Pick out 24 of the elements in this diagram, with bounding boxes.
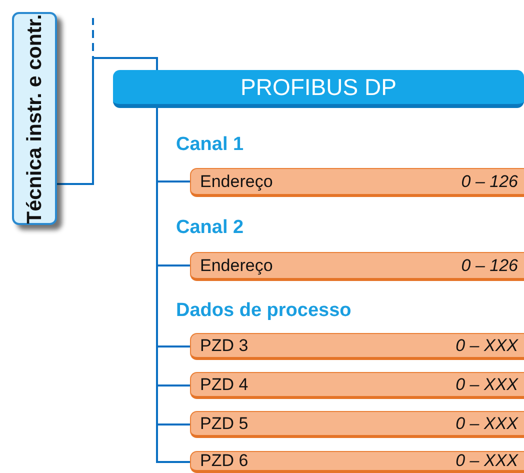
header-bar: PROFIBUS DP: [113, 70, 524, 108]
value-range: 0 – XXX: [456, 451, 518, 471]
value-range: 0 – XXX: [456, 336, 518, 356]
section-heading: Canal 2: [176, 217, 244, 239]
parameter-row: [190, 372, 524, 399]
value-range: 0 – 126: [461, 256, 518, 276]
value-range: 0 – XXX: [456, 374, 518, 394]
parameter-row: [190, 252, 524, 281]
parameter-name: PZD 6: [200, 451, 248, 471]
parameter-name: Endereço: [200, 256, 273, 276]
section-heading: Canal 1: [176, 134, 244, 156]
connector: [57, 57, 158, 185]
parameter-name: Endereço: [200, 172, 273, 192]
parameter-name: PZD 5: [200, 414, 248, 434]
value-range: 0 – XXX: [456, 414, 518, 434]
parameter-row: [190, 333, 524, 360]
value-range: 0 – 126: [461, 172, 518, 192]
parameter-name: PZD 3: [200, 336, 248, 356]
category-tab: Técnica instr. e contr.: [12, 12, 57, 225]
section-heading: Dados de processo: [176, 300, 352, 322]
parameter-row: [190, 451, 524, 473]
parameter-name: PZD 4: [200, 374, 248, 394]
parameter-row: [190, 168, 524, 197]
parameter-row: [190, 411, 524, 438]
